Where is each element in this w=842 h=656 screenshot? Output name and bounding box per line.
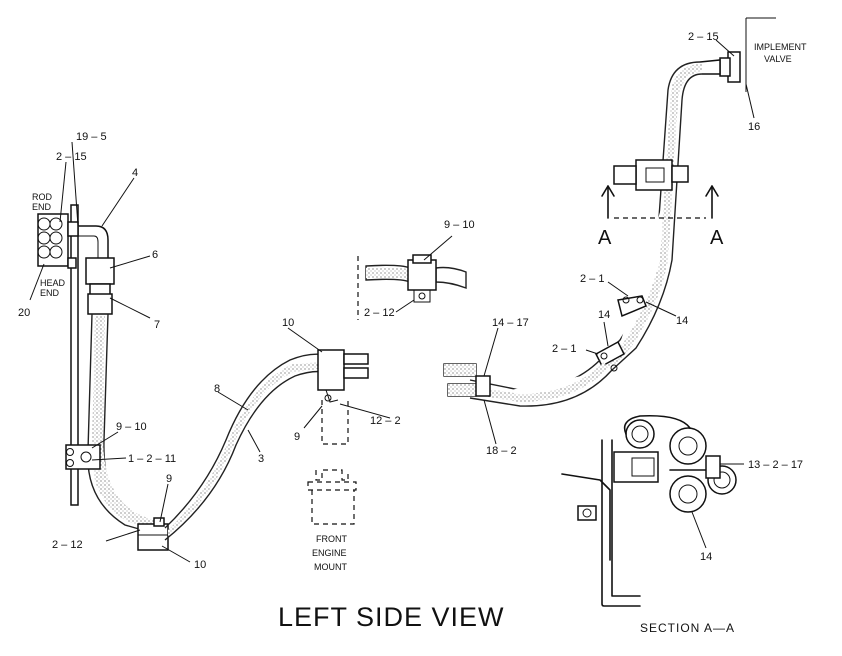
- front-engine-mount: [307, 469, 357, 525]
- view-title: LEFT SIDE VIEW: [278, 602, 505, 632]
- callout-20: 20: [18, 307, 30, 319]
- rod-end-label-2: END: [32, 202, 52, 212]
- mid-hose-clamp: [317, 349, 369, 403]
- callout-2-15-left: 2 – 15: [56, 151, 87, 163]
- notes: ROD END HEAD END IMPLEMENT VALVE FRONT E…: [32, 42, 807, 572]
- callout-10-low: 10: [194, 559, 206, 571]
- right-hose-clamp-upper: [617, 295, 647, 318]
- adapter-fitting: [85, 257, 115, 285]
- inset-clamp-detail: [357, 235, 467, 320]
- callout-14-17: 14 – 17: [492, 317, 529, 329]
- callout-16: 16: [748, 121, 760, 133]
- callout-9-mid: 9: [294, 431, 300, 443]
- callout-13-2-17: 13 – 2 – 17: [748, 459, 803, 471]
- callout-14-right: 14: [676, 315, 688, 327]
- cylinder-assembly: [29, 141, 191, 563]
- callout-9-10-inset: 9 – 10: [444, 219, 475, 231]
- cylinder-port-block: [37, 213, 79, 269]
- callout-19-5: 19 – 5: [76, 131, 107, 143]
- implement-valve-label-2: VALVE: [764, 54, 792, 64]
- callout-2-1-upper: 2 – 1: [580, 273, 604, 285]
- callout-8: 8: [214, 383, 220, 395]
- front-engine-mount-label-2: ENGINE: [312, 548, 347, 558]
- section-clamp: [613, 159, 689, 191]
- callout-1-2-11: 1 – 2 – 11: [128, 453, 176, 465]
- callout-4: 4: [132, 167, 138, 179]
- section-a-a-detail: [561, 414, 744, 607]
- right-hose-clamp-lower: [595, 340, 625, 372]
- callout-18-2: 18 – 2: [486, 445, 517, 457]
- head-end-label-1: HEAD: [40, 278, 66, 288]
- section-mark-left: A: [598, 227, 612, 249]
- section-mark-right: A: [710, 227, 724, 249]
- front-engine-mount-label-3: MOUNT: [314, 562, 347, 572]
- callouts: 19 – 5 2 – 15 4 6 7 20 9 – 10 1 – 2 – 11…: [18, 31, 803, 571]
- callout-2-1-lower: 2 – 1: [552, 343, 576, 355]
- right-hose-run: [443, 17, 776, 445]
- callout-2-12-low: 2 – 12: [52, 539, 83, 551]
- callout-14-section: 14: [700, 551, 712, 563]
- front-engine-mount-label-1: FRONT: [316, 534, 347, 544]
- callout-9-10-left: 9 – 10: [116, 421, 147, 433]
- rod-end-label-1: ROD: [32, 192, 53, 202]
- section-cut-line: [601, 185, 719, 219]
- callout-2-15-right: 2 – 15: [688, 31, 719, 43]
- callout-2-12-inset: 2 – 12: [364, 307, 395, 319]
- head-end-label-2: END: [40, 288, 60, 298]
- section-title: SECTION A—A: [640, 621, 735, 635]
- elbow-fitting: [78, 225, 109, 258]
- middle-hoses: [164, 327, 391, 541]
- implement-valve-label-1: IMPLEMENT: [754, 42, 807, 52]
- callout-12-2: 12 – 2: [370, 415, 401, 427]
- callout-9-low: 9: [166, 473, 172, 485]
- callout-3: 3: [258, 453, 264, 465]
- callout-7: 7: [154, 319, 160, 331]
- hose-clamp-bottom: [137, 523, 169, 551]
- hose-3: [164, 370, 326, 541]
- callout-6: 6: [152, 249, 158, 261]
- callout-14-mid: 14: [598, 309, 610, 321]
- mounting-plate: [70, 204, 79, 506]
- callout-10-mid: 10: [282, 317, 294, 329]
